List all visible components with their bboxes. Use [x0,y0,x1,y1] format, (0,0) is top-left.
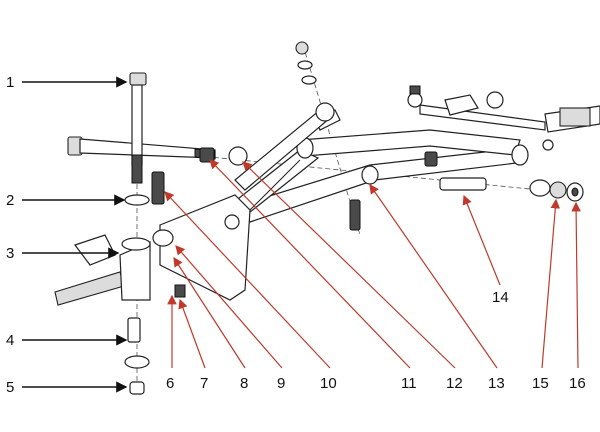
callout-label-14: 14 [492,289,509,306]
callout-label-6: 6 [166,375,174,392]
callout-label-3: 3 [6,245,14,262]
pivot-spacers [199,146,584,202]
steering-knuckle [54,194,251,306]
bottom-callout-arrows [164,159,581,369]
callout-label-15: 15 [532,375,549,392]
left-callout-arrows [22,76,128,393]
callout-label-13: 13 [488,375,505,392]
callout-label-16: 16 [569,375,586,392]
callout-label-12: 12 [446,375,463,392]
callout-label-5: 5 [6,379,14,396]
callout-label-10: 10 [320,375,337,392]
callout-label-2: 2 [6,192,14,209]
callout-label-8: 8 [240,375,248,392]
callout-label-7: 7 [200,375,208,392]
small-bolt [151,171,165,205]
callout-label-11: 11 [401,375,417,392]
callout-label-9: 9 [277,375,285,392]
callout-label-4: 4 [6,332,14,349]
shock-rod [234,41,361,231]
callout-label-1: 1 [6,74,14,91]
tie-rod-assembly [407,85,600,167]
vertical-pin-stack [124,72,150,395]
